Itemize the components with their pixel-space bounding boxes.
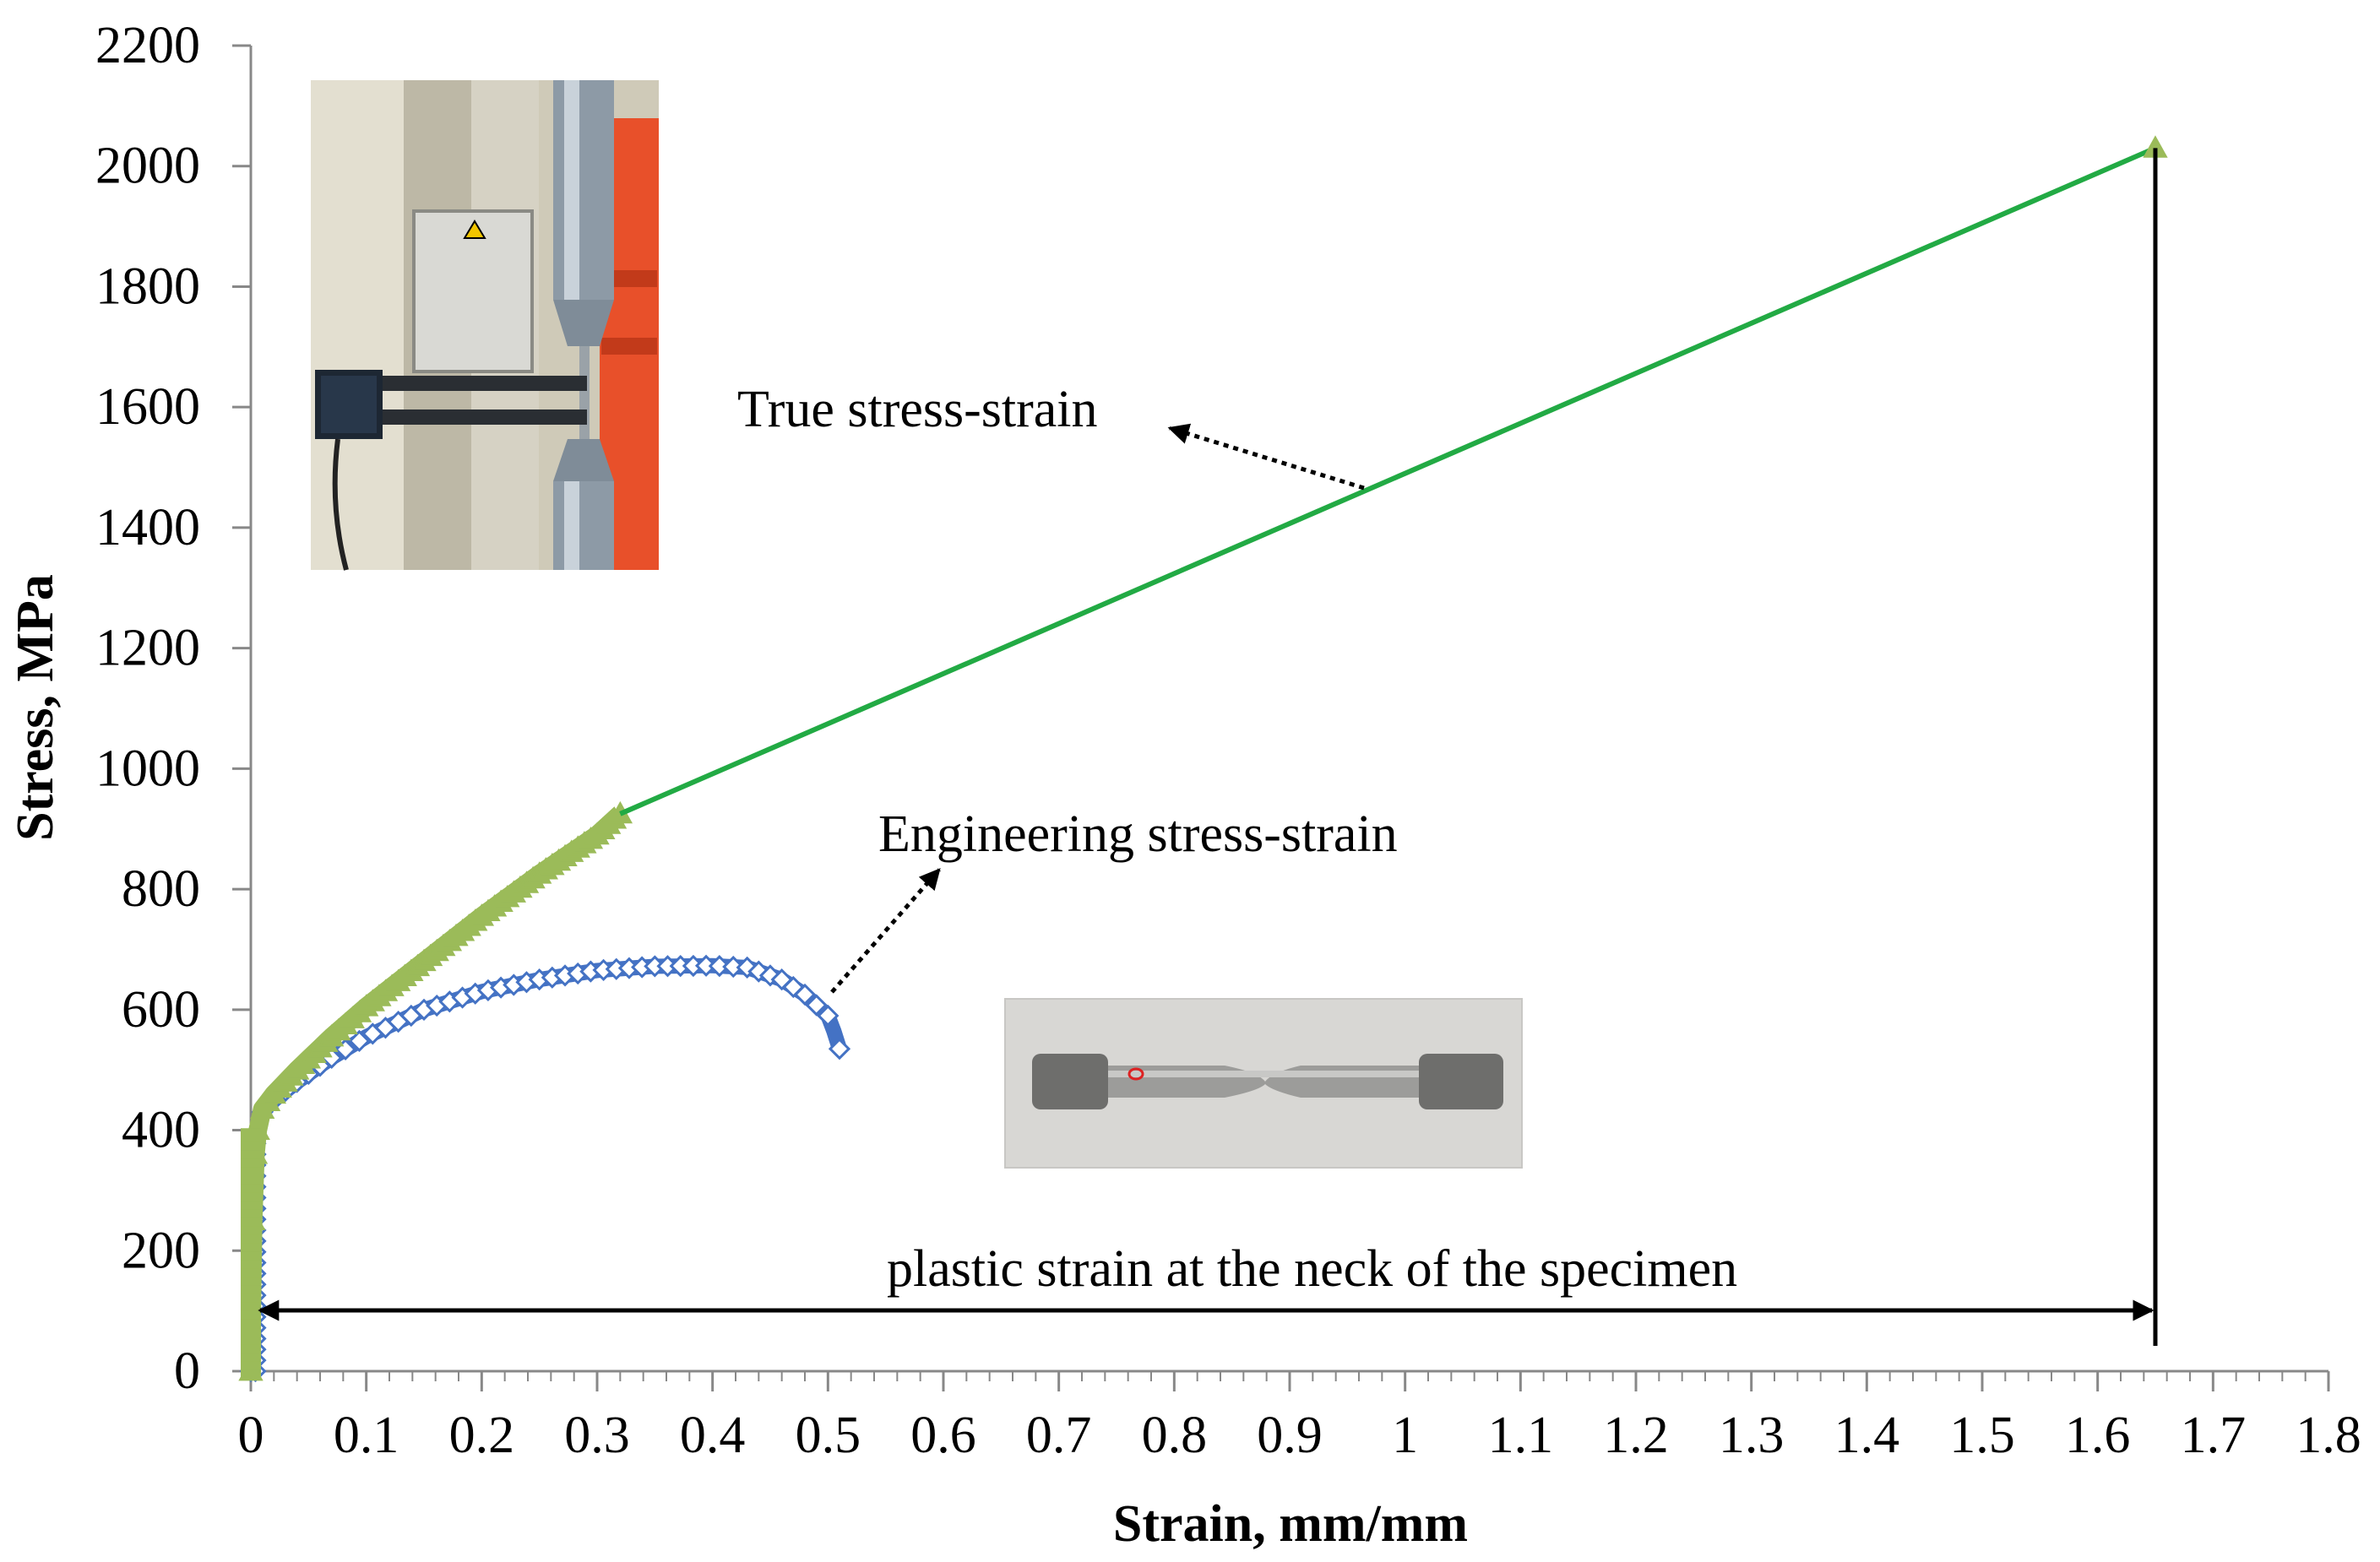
y-tick-label: 400 — [122, 1102, 200, 1159]
engineering-point — [722, 955, 745, 979]
plastic-strain-label: plastic strain at the neck of the specim… — [887, 1240, 1737, 1298]
y-ticks: 0 200 400 600 800 1000 1200 1400 1600 1800 2000 220… — [95, 17, 251, 1400]
x-tick-label: 1 — [1392, 1407, 1418, 1464]
x-tick-label: 1.8 — [2296, 1407, 2361, 1464]
y-tick-label: 1200 — [95, 620, 200, 677]
engineering-point — [828, 1038, 851, 1060]
x-tick-label: 0.7 — [1026, 1407, 1092, 1464]
x-tick-label: 1.4 — [1834, 1407, 1900, 1464]
engineering-point — [817, 1004, 840, 1028]
true-point — [241, 1128, 261, 1142]
y-tick-label: 2000 — [95, 138, 200, 195]
engineering-stress-strain-label: Engineering stress-strain — [878, 805, 1398, 863]
x-tick-label: 1.5 — [1949, 1407, 2015, 1464]
x-tick-label: 0.5 — [796, 1407, 861, 1464]
y-tick-label: 600 — [122, 981, 200, 1039]
x-tick-label: 1.3 — [1719, 1407, 1785, 1464]
true-series-measured-line — [242, 806, 627, 1372]
tensile-machine-photo — [311, 80, 659, 571]
x-tick-label: 0 — [238, 1407, 264, 1464]
y-axis-title: Stress, MPa — [7, 574, 64, 841]
x-tick-label: 1.2 — [1603, 1407, 1669, 1464]
y-tick-label: 1400 — [95, 499, 200, 556]
y-tick-label: 0 — [174, 1342, 200, 1400]
x-ticks: 0 0.1 0.2 0.3 0.4 0.5 0.6 0.7 0.8 0.9 1 1.1 1.2 1.3 1.… — [238, 1371, 2361, 1464]
x-tick-label: 0.2 — [449, 1407, 515, 1464]
y-tick-label: 2200 — [95, 17, 200, 74]
true-label-pointer — [1167, 423, 1365, 491]
y-tick-label: 1000 — [95, 740, 200, 797]
x-tick-label: 1.1 — [1488, 1407, 1554, 1464]
engineering-point — [708, 955, 731, 978]
engineering-point — [793, 983, 817, 1006]
true-stress-strain-label: True stress-strain — [737, 381, 1098, 438]
engineering-label-pointer — [830, 868, 941, 994]
x-tick-label: 0.4 — [680, 1407, 746, 1464]
x-axis-title: Strain, mm/mm — [1113, 1495, 1468, 1553]
x-tick-label: 0.8 — [1142, 1407, 1208, 1464]
plot-area — [238, 135, 2168, 1383]
x-tick-label: 0.3 — [564, 1407, 630, 1464]
x-tick-label: 1.7 — [2181, 1407, 2247, 1464]
annotations — [258, 148, 2158, 1346]
engineering-point — [805, 994, 828, 1017]
true-series-extrapolated-line — [619, 145, 2157, 816]
x-tick-label: 0.1 — [334, 1407, 399, 1464]
y-tick-label: 1800 — [95, 258, 200, 315]
y-tick-label: 200 — [122, 1222, 200, 1279]
x-tick-label: 1.6 — [2065, 1407, 2131, 1464]
y-tick-label: 1600 — [95, 378, 200, 436]
y-tick-label: 800 — [122, 860, 200, 918]
engineering-point — [348, 1029, 371, 1053]
specimen-photo — [1004, 998, 1523, 1169]
x-tick-label: 0.6 — [910, 1407, 976, 1464]
x-tick-label: 0.9 — [1257, 1407, 1323, 1464]
